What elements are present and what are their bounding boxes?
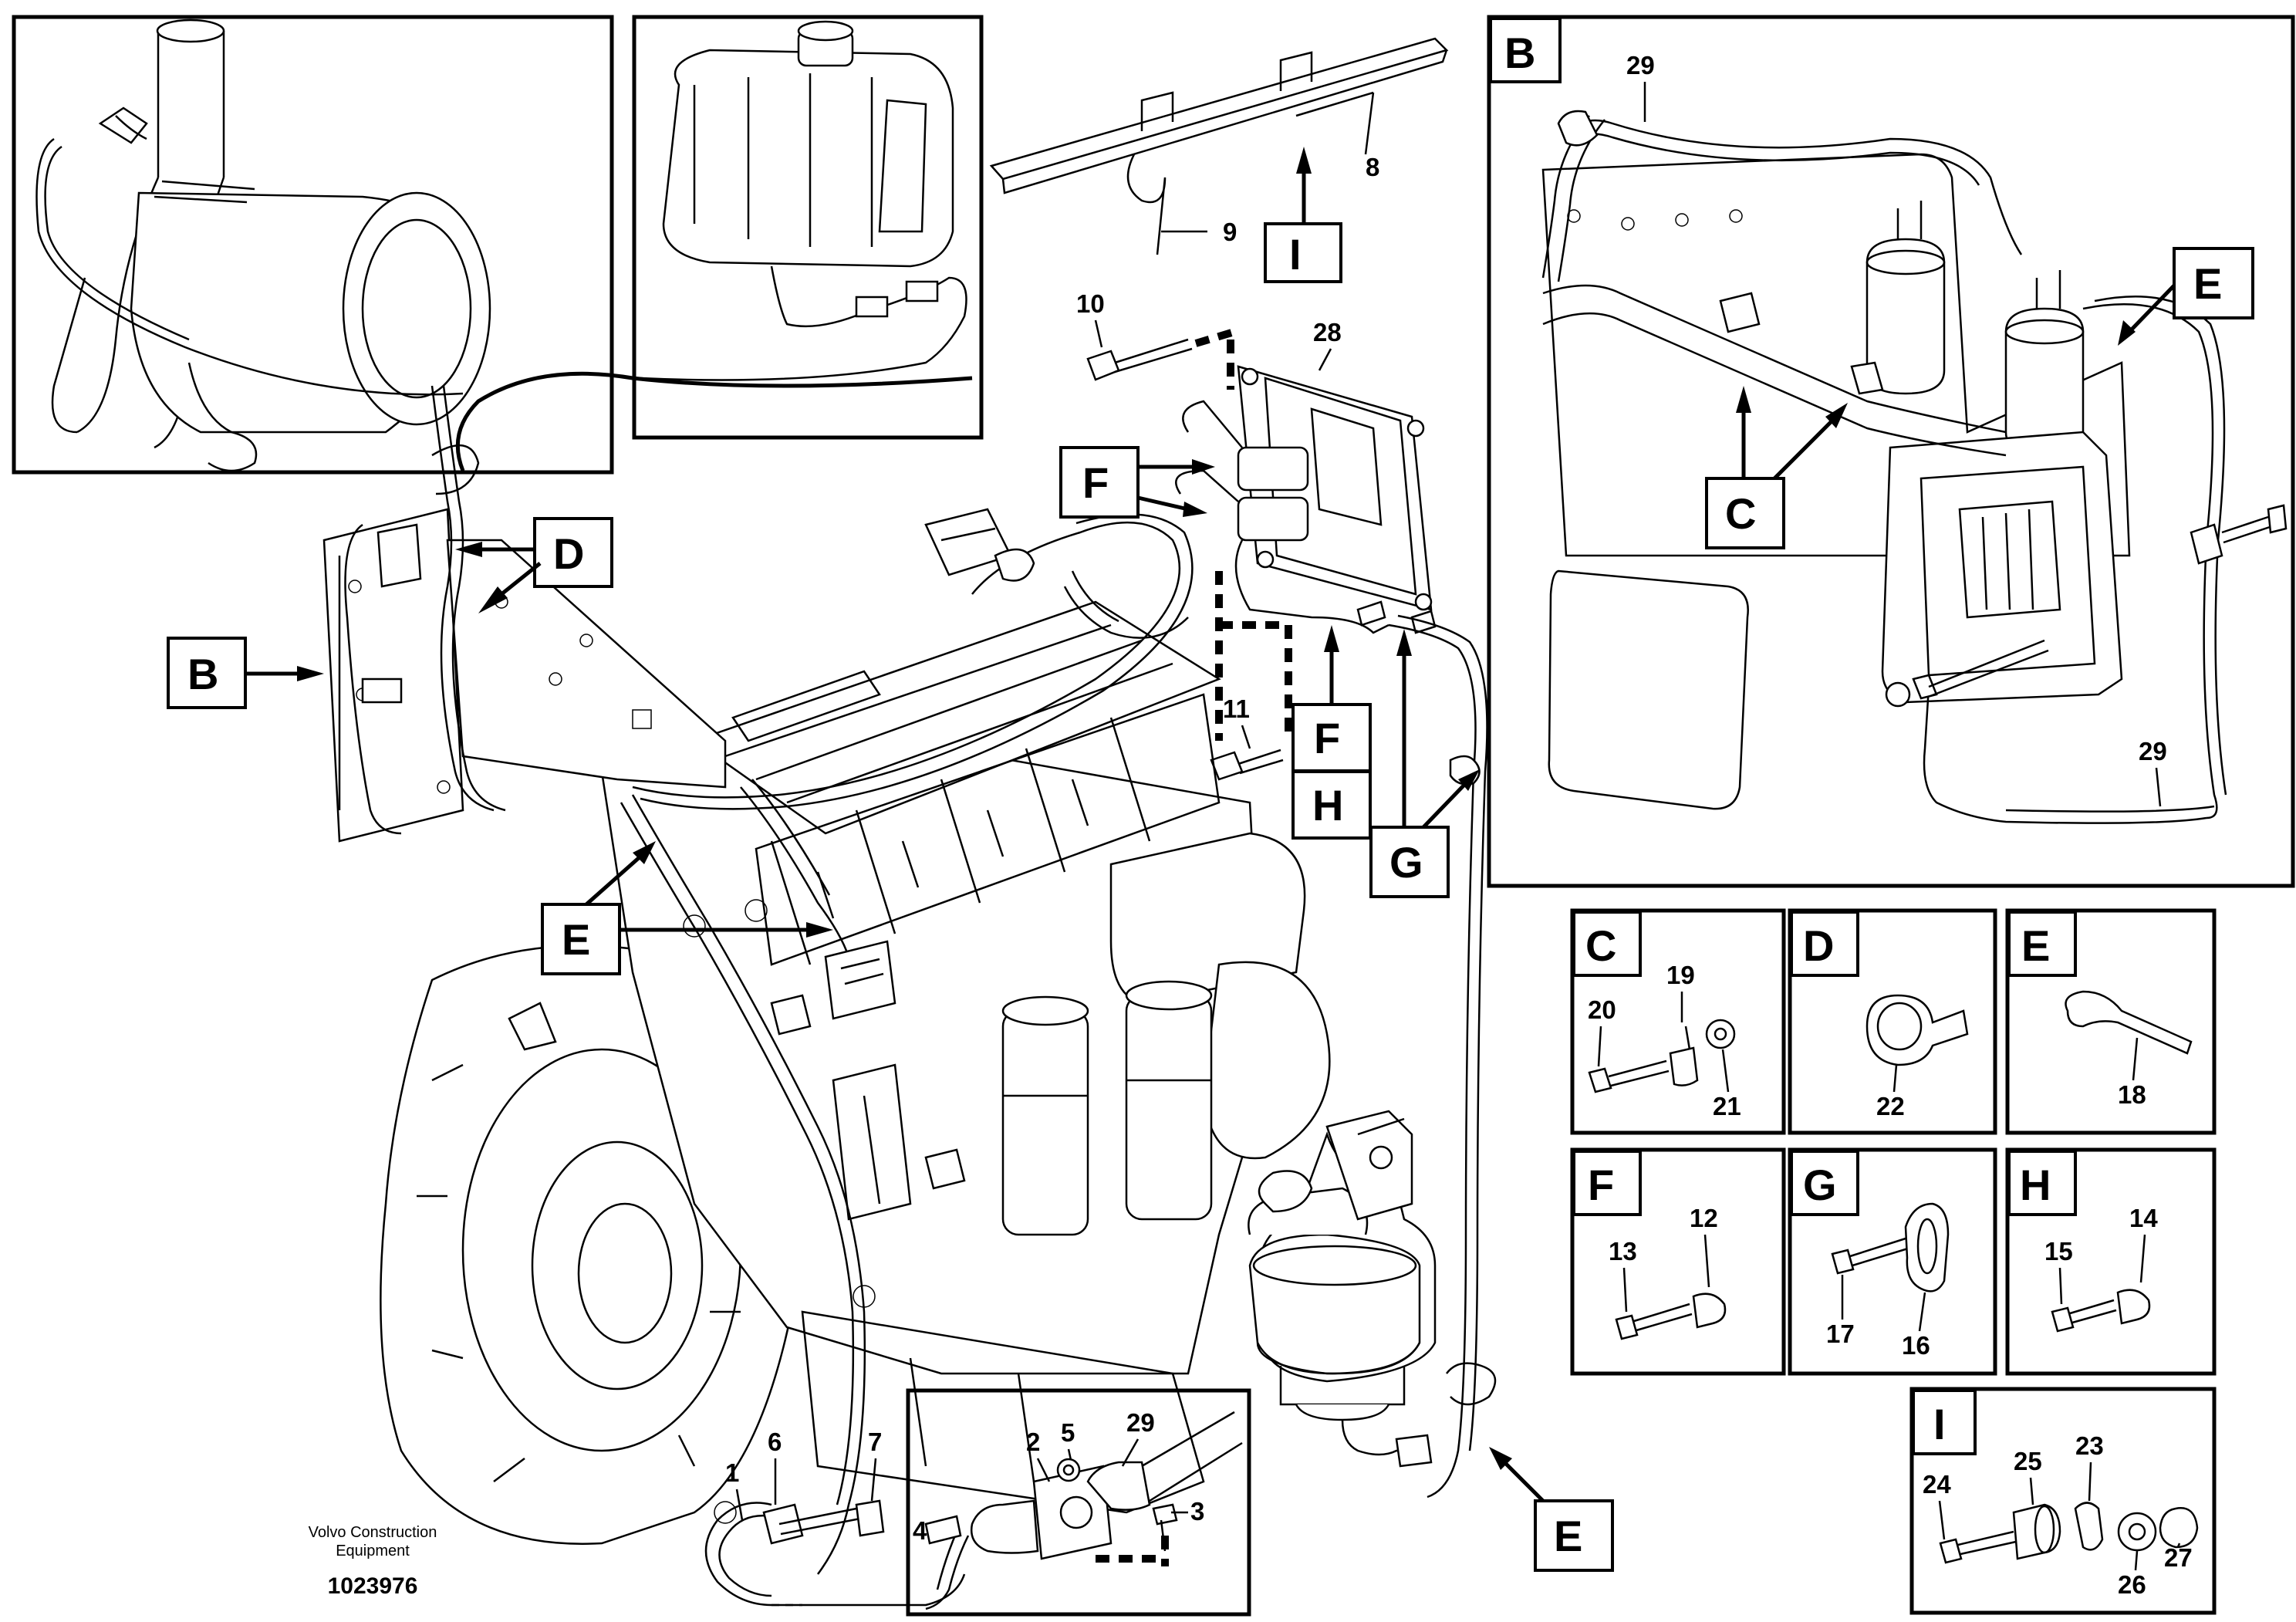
callout-H: H [1312,781,1343,830]
credit-block: Volvo Construction Equipment 1023976 [309,1524,437,1599]
part-label-3: 3 [1190,1497,1204,1526]
part-label-7: 7 [868,1428,882,1456]
inset-B-callout-C: C [1725,489,1756,538]
callout-G: G [1389,838,1423,887]
credit-line-2: Equipment [336,1543,410,1559]
part-label-10: 10 [1076,289,1105,318]
part-label-18: 18 [2118,1080,2146,1109]
detail-D-letter: D [1803,921,1834,970]
part-label-9: 9 [1223,218,1237,246]
part-label-5: 5 [1061,1418,1075,1447]
part-label-1: 1 [725,1458,739,1487]
main-view-callouts: B D E F F H G [167,446,1614,1572]
detail-E: E 18 [2005,908,2217,1135]
inset-view-B: B [1487,15,2295,888]
ecu-assembly: 10 28 11 [1076,289,1433,781]
part-label-13: 13 [1609,1237,1637,1265]
part-label-28: 28 [1313,318,1342,346]
part-label-26: 26 [2118,1570,2146,1599]
callout-D: D [553,529,584,578]
engine-main-view [380,600,1331,1545]
detail-F: F 13 12 [1570,1147,1786,1376]
inset-air-cleaner [12,15,614,475]
inset-B-part-label-29-top: 29 [1626,51,1655,79]
inset-B-letter: B [1504,29,1535,77]
part-label-12: 12 [1690,1204,1718,1232]
part-label-2: 2 [1026,1428,1040,1456]
part-label-17: 17 [1826,1320,1855,1348]
inset-B-part-label-29-bottom: 29 [2139,737,2167,765]
callout-F-top: F [1082,458,1109,507]
detail-I: I 24 25 23 26 27 [1909,1387,2217,1615]
part-label-8: 8 [1366,153,1379,181]
part-label-29-bottom: 29 [1126,1408,1155,1437]
part-label-14: 14 [2129,1204,2158,1232]
detail-I-letter: I [1933,1400,1946,1448]
part-label-21: 21 [1713,1092,1741,1120]
part-label-25: 25 [2014,1447,2042,1475]
callout-B: B [187,650,218,698]
detail-G: G 17 16 [1788,1147,1997,1376]
part-label-24: 24 [1923,1470,1951,1499]
part-label-23: 23 [2075,1431,2104,1460]
callout-F-lower: F [1314,714,1340,762]
bracket-assembly: 8 9 I [989,37,1449,283]
harness-bracket-left [322,385,727,843]
detail-F-letter: F [1588,1161,1614,1209]
part-label-4: 4 [913,1516,927,1545]
part-label-15: 15 [2044,1237,2073,1265]
part-label-11: 11 [1223,694,1250,723]
detail-C: C 20 19 21 [1570,908,1786,1135]
fuel-filter [1248,1110,1437,1468]
detail-D: D 22 [1788,908,1997,1135]
detail-H-letter: H [2020,1161,2051,1209]
detail-E-letter: E [2021,921,2050,970]
callout-E-bottom: E [1554,1512,1582,1560]
part-label-19: 19 [1666,961,1695,989]
detail-G-letter: G [1803,1161,1837,1209]
credit-line-1: Volvo Construction [309,1524,437,1541]
document-id: 1023976 [328,1573,418,1599]
inset-expansion-tank [632,15,984,440]
view-letter-I-callout: I [1289,230,1302,279]
part-label-27: 27 [2164,1543,2193,1572]
callout-E-left: E [562,915,590,964]
main-harness [455,371,1497,1575]
detail-H: H 15 14 [2005,1147,2217,1376]
inset-B-callout-E: E [2193,259,2222,308]
part-label-6: 6 [768,1428,782,1456]
detail-C-letter: C [1585,921,1616,970]
part-label-22: 22 [1876,1092,1905,1120]
bottom-connector-detail: 1 6 7 4 2 5 29 3 [704,1388,1251,1617]
part-label-16: 16 [1902,1331,1930,1360]
part-label-20: 20 [1588,995,1616,1024]
